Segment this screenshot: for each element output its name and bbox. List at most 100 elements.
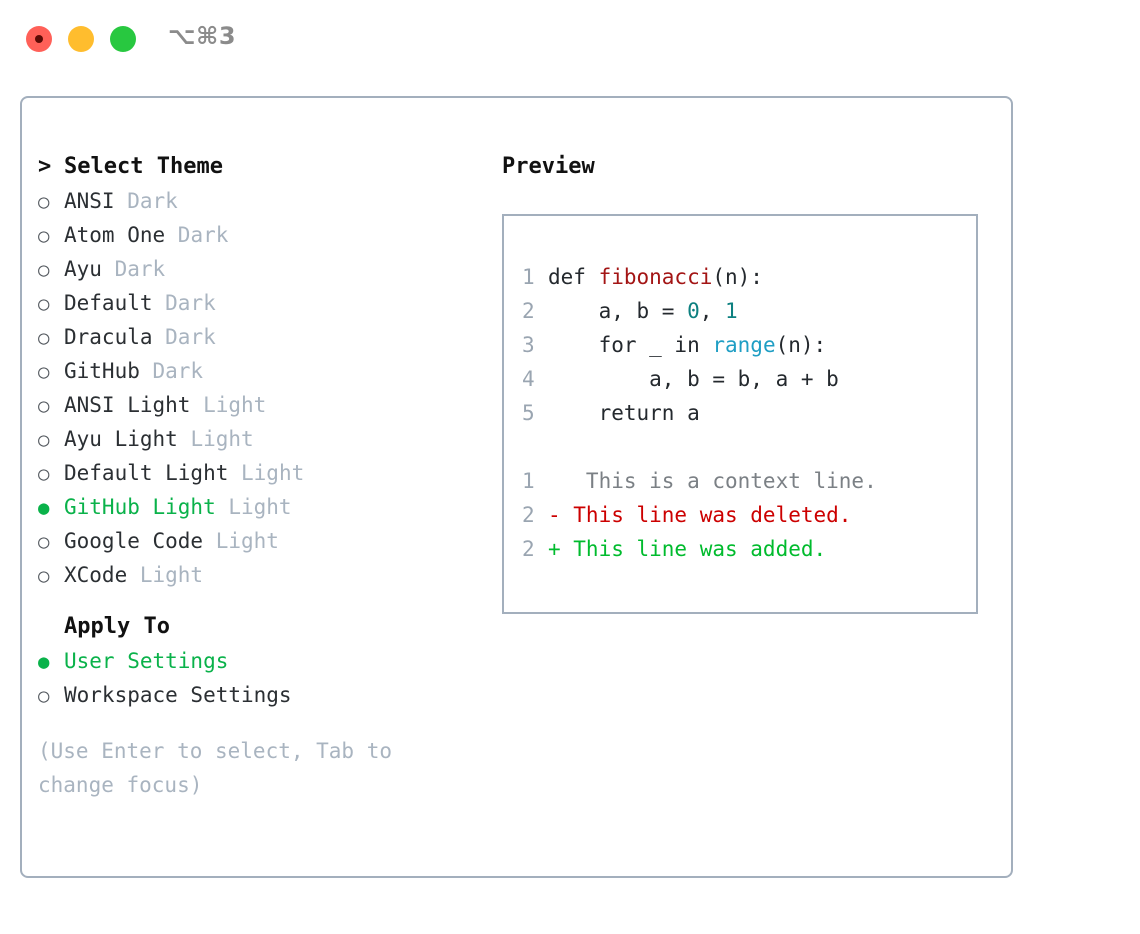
theme-option-variant-badge: Light bbox=[215, 495, 292, 519]
theme-option-ansi-light[interactable]: ○ ANSI Light Light bbox=[38, 388, 478, 422]
theme-option-label: Ayu Light bbox=[64, 427, 178, 451]
theme-option-variant-badge: Light bbox=[177, 427, 254, 451]
code-line: 2 a, b = 0, 1 bbox=[504, 294, 976, 328]
code-line: 4 a, b = b, a + b bbox=[504, 362, 976, 396]
apply-to-heading: >Apply To bbox=[38, 610, 478, 644]
theme-option-dracula[interactable]: ○ Dracula Dark bbox=[38, 320, 478, 354]
theme-option-ansi[interactable]: ○ ANSI Dark bbox=[38, 184, 478, 218]
content-frame: > Select Theme ○ ANSI Dark ○ Atom One Dark ○ A… bbox=[20, 96, 1013, 878]
apply-to-option-workspace-settings[interactable]: ○ Workspace Settings bbox=[38, 678, 478, 712]
minimize-button-icon[interactable] bbox=[68, 26, 94, 52]
radio-unselected-icon: ○ bbox=[38, 259, 50, 281]
diff-line-ctx: 1 This is a context line. bbox=[504, 464, 976, 498]
select-theme-heading-label: Select Theme bbox=[64, 154, 223, 179]
code-token-builtin: range bbox=[712, 333, 776, 357]
theme-option-label: Ayu bbox=[64, 257, 102, 281]
preview-title: Preview bbox=[502, 154, 595, 179]
apply-to-option-list: ●User Settings ○ Workspace Settings bbox=[38, 644, 478, 712]
code-blank-line bbox=[504, 430, 976, 464]
diff-line-number: 2 bbox=[522, 537, 535, 561]
radio-unselected-icon: ○ bbox=[38, 531, 50, 553]
theme-option-variant-badge: Light bbox=[190, 393, 267, 417]
diff-line-number: 1 bbox=[522, 469, 535, 493]
theme-option-label: Default Light bbox=[64, 461, 229, 485]
code-token-plain: a, b = b, a + b bbox=[548, 367, 839, 391]
theme-option-variant-badge: Dark bbox=[165, 223, 229, 247]
theme-option-ayu[interactable]: ○ Ayu Dark bbox=[38, 252, 478, 286]
theme-option-label: Atom One bbox=[64, 223, 166, 247]
theme-option-default[interactable]: ○ Default Dark bbox=[38, 286, 478, 320]
theme-option-default-light[interactable]: ○ Default Light Light bbox=[38, 456, 478, 490]
theme-option-label: XCode bbox=[64, 563, 128, 587]
code-line-number: 5 bbox=[522, 401, 535, 425]
code-token-fn: fibonacci bbox=[598, 265, 713, 289]
radio-selected-icon: ● bbox=[38, 651, 50, 673]
diff-sample: 1 This is a context line. 2 - This line wa… bbox=[504, 464, 976, 566]
theme-option-variant-badge: Dark bbox=[152, 325, 216, 349]
code-line: 1 def fibonacci(n): bbox=[504, 260, 976, 294]
code-line-number: 2 bbox=[522, 299, 535, 323]
code-token-plain: (n): bbox=[712, 265, 763, 289]
focus-caret-icon: > bbox=[38, 154, 52, 179]
diff-line-add: 2 + This line was added. bbox=[504, 532, 976, 566]
code-line-number: 4 bbox=[522, 367, 535, 391]
maximize-button-icon[interactable] bbox=[110, 26, 136, 52]
section-spacer bbox=[38, 592, 478, 610]
code-token-plain: , bbox=[699, 299, 726, 323]
theme-option-github[interactable]: ○ GitHub Dark bbox=[38, 354, 478, 388]
diff-line-text: - This line was deleted. bbox=[548, 503, 852, 527]
code-line-number: 3 bbox=[522, 333, 535, 357]
radio-unselected-icon: ○ bbox=[38, 463, 50, 485]
radio-unselected-icon: ○ bbox=[38, 429, 50, 451]
theme-option-google-code[interactable]: ○ Google Code Light bbox=[38, 524, 478, 558]
apply-to-option-label: Workspace Settings bbox=[64, 683, 292, 707]
theme-option-xcode[interactable]: ○ XCode Light bbox=[38, 558, 478, 592]
theme-option-variant-badge: Light bbox=[127, 563, 204, 587]
radio-unselected-icon: ○ bbox=[38, 361, 50, 383]
theme-option-label: GitHub bbox=[64, 359, 140, 383]
keyboard-shortcut-label: ⌥⌘3 bbox=[168, 22, 237, 50]
theme-option-variant-badge: Dark bbox=[152, 291, 216, 315]
code-token-plain: def bbox=[548, 265, 599, 289]
diff-line-del: 2 - This line was deleted. bbox=[504, 498, 976, 532]
theme-option-atom-one[interactable]: ○ Atom One Dark bbox=[38, 218, 478, 252]
code-token-num: 1 bbox=[725, 299, 738, 323]
diff-line-number: 2 bbox=[522, 503, 535, 527]
apply-to-option-user-settings[interactable]: ●User Settings bbox=[38, 644, 478, 678]
radio-unselected-icon: ○ bbox=[38, 225, 50, 247]
window-controls bbox=[26, 26, 136, 52]
theme-option-label: ANSI Light bbox=[64, 393, 191, 417]
code-token-plain: a, b = bbox=[548, 299, 688, 323]
radio-unselected-icon: ○ bbox=[38, 395, 50, 417]
apply-to-heading-label: Apply To bbox=[64, 614, 170, 639]
theme-option-variant-badge: Light bbox=[228, 461, 305, 485]
theme-option-label: ANSI bbox=[64, 189, 115, 213]
theme-option-variant-badge: Dark bbox=[114, 189, 178, 213]
code-token-plain: for _ in bbox=[548, 333, 713, 357]
theme-selector-panel: > Select Theme ○ ANSI Dark ○ Atom One Dark ○ A… bbox=[38, 150, 478, 802]
radio-unselected-icon: ○ bbox=[38, 685, 50, 707]
theme-option-label: Google Code bbox=[64, 529, 204, 553]
theme-option-variant-badge: Dark bbox=[139, 359, 204, 383]
theme-option-github-light[interactable]: ●GitHub Light Light bbox=[38, 490, 478, 524]
radio-unselected-icon: ○ bbox=[38, 565, 50, 587]
code-token-plain: return a bbox=[548, 401, 700, 425]
keyboard-hint-text: (Use Enter to select, Tab to change focu… bbox=[38, 739, 393, 797]
radio-unselected-icon: ○ bbox=[38, 293, 50, 315]
theme-option-label: Dracula bbox=[64, 325, 153, 349]
theme-option-label: GitHub Light bbox=[64, 495, 216, 519]
radio-unselected-icon: ○ bbox=[38, 327, 50, 349]
code-line: 3 for _ in range(n): bbox=[504, 328, 976, 362]
theme-option-variant-badge: Light bbox=[203, 529, 279, 553]
theme-option-variant-badge: Dark bbox=[101, 257, 166, 281]
select-theme-heading: > Select Theme bbox=[38, 150, 478, 184]
code-line-number: 1 bbox=[522, 265, 535, 289]
close-button-icon[interactable] bbox=[26, 26, 52, 52]
theme-option-label: Default bbox=[64, 291, 153, 315]
theme-option-ayu-light[interactable]: ○ Ayu Light Light bbox=[38, 422, 478, 456]
radio-unselected-icon: ○ bbox=[38, 191, 50, 213]
diff-line-text: + This line was added. bbox=[548, 537, 827, 561]
